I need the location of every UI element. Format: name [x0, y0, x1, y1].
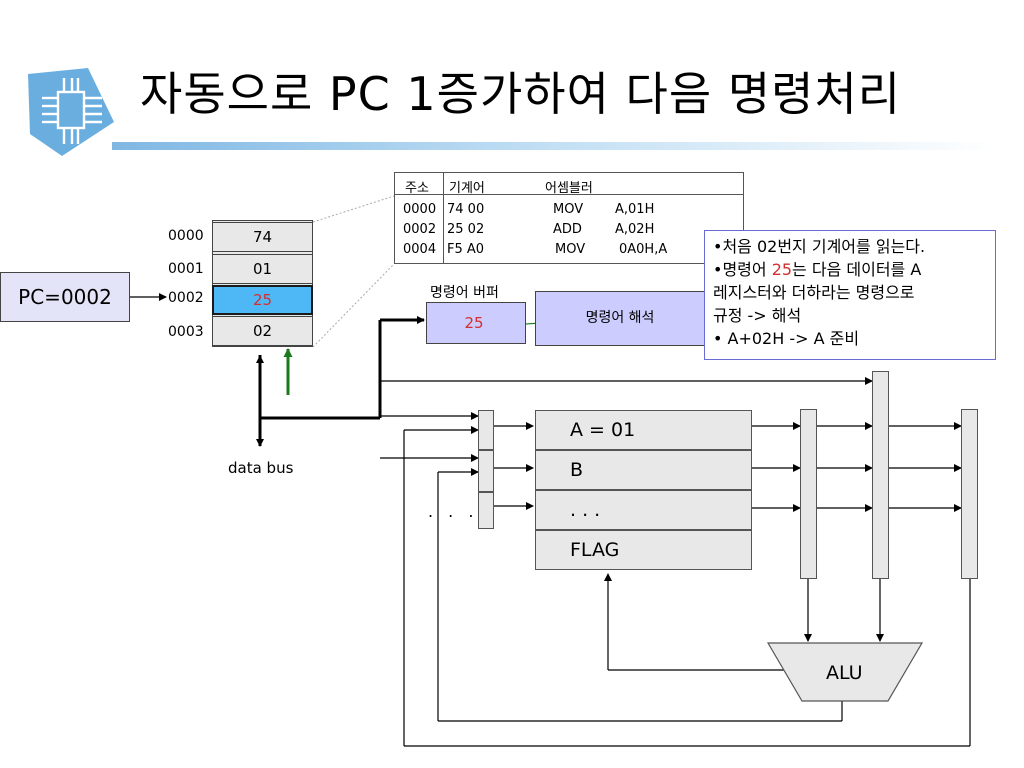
explanation-note: •처음 02번지 기계어를 읽는다. •명령어 25는 다음 데이터를 A 레지…: [704, 230, 996, 360]
instruction-buffer-label: 명령어 버퍼: [430, 285, 499, 301]
input-mux-a: [478, 410, 494, 450]
table-header-address: 주소: [405, 181, 429, 196]
memory-address: 0003: [168, 324, 204, 340]
circuit-chip-icon: [28, 68, 114, 156]
table-cell: A,01H: [615, 202, 655, 217]
bus-mux: [872, 371, 889, 579]
note-highlight: 25: [771, 260, 793, 279]
program-counter: PC=0002: [0, 272, 130, 322]
note-line: • A+02H -> A 준비: [713, 329, 860, 348]
memory-address: 0002: [168, 290, 204, 306]
table-cell: 74 00: [447, 202, 485, 217]
page-title: 자동으로 PC 1증가하여 다음 명령처리: [140, 67, 902, 121]
input-mux-c: [478, 492, 494, 529]
note-line: •명령어 25는 다음 데이터를 A: [713, 260, 922, 279]
table-cell: 0002: [403, 222, 437, 237]
table-header-assembly: 어셈블러: [545, 181, 593, 196]
memory-cell-highlighted: 25: [212, 285, 313, 315]
alu-label: ALU: [826, 662, 863, 684]
table-cell: 0004: [403, 242, 437, 257]
input-mux-b: [478, 450, 494, 492]
code-table: 주소 기계어 어셈블러 0000 74 00 MOV A,01H 0002 25…: [394, 172, 744, 264]
memory-address: 0001: [168, 261, 204, 277]
table-cell: ADD: [553, 222, 582, 237]
table-header-machine: 기계어: [449, 181, 485, 196]
table-cell: A,02H: [615, 222, 655, 237]
table-cell: MOV: [555, 242, 586, 257]
more-inputs-dots: . . .: [428, 502, 479, 521]
register-b: B: [535, 450, 752, 490]
instruction-buffer: 25: [426, 302, 526, 344]
table-cell: F5 A0: [447, 242, 485, 257]
register-flag: FLAG: [535, 530, 752, 570]
note-line: 레지스터와 더하라는 명령으로: [713, 283, 915, 302]
instruction-buffer-value: 25: [464, 314, 484, 332]
register-output-mux: [800, 409, 817, 579]
table-cell: MOV: [553, 202, 584, 217]
memory-cell: 01: [212, 254, 313, 284]
table-cell: 0A0H,A: [619, 242, 668, 257]
output-mux: [961, 409, 978, 579]
data-bus-label: data bus: [228, 459, 294, 477]
register-a: A = 01: [535, 410, 752, 450]
note-line: 규정 -> 해석: [713, 306, 802, 325]
memory-cell: 74: [212, 222, 313, 252]
title-underline: [112, 142, 997, 150]
note-line: •처음 02번지 기계어를 읽는다.: [713, 237, 926, 256]
register-more: . . .: [535, 490, 752, 530]
table-cell: 0000: [403, 202, 437, 217]
memory-address: 0000: [168, 228, 204, 244]
alu-shape: [766, 642, 924, 702]
table-cell: 25 02: [447, 222, 485, 237]
memory-cell: 02: [212, 316, 313, 346]
instruction-decoder: 명령어 해석: [535, 291, 705, 346]
